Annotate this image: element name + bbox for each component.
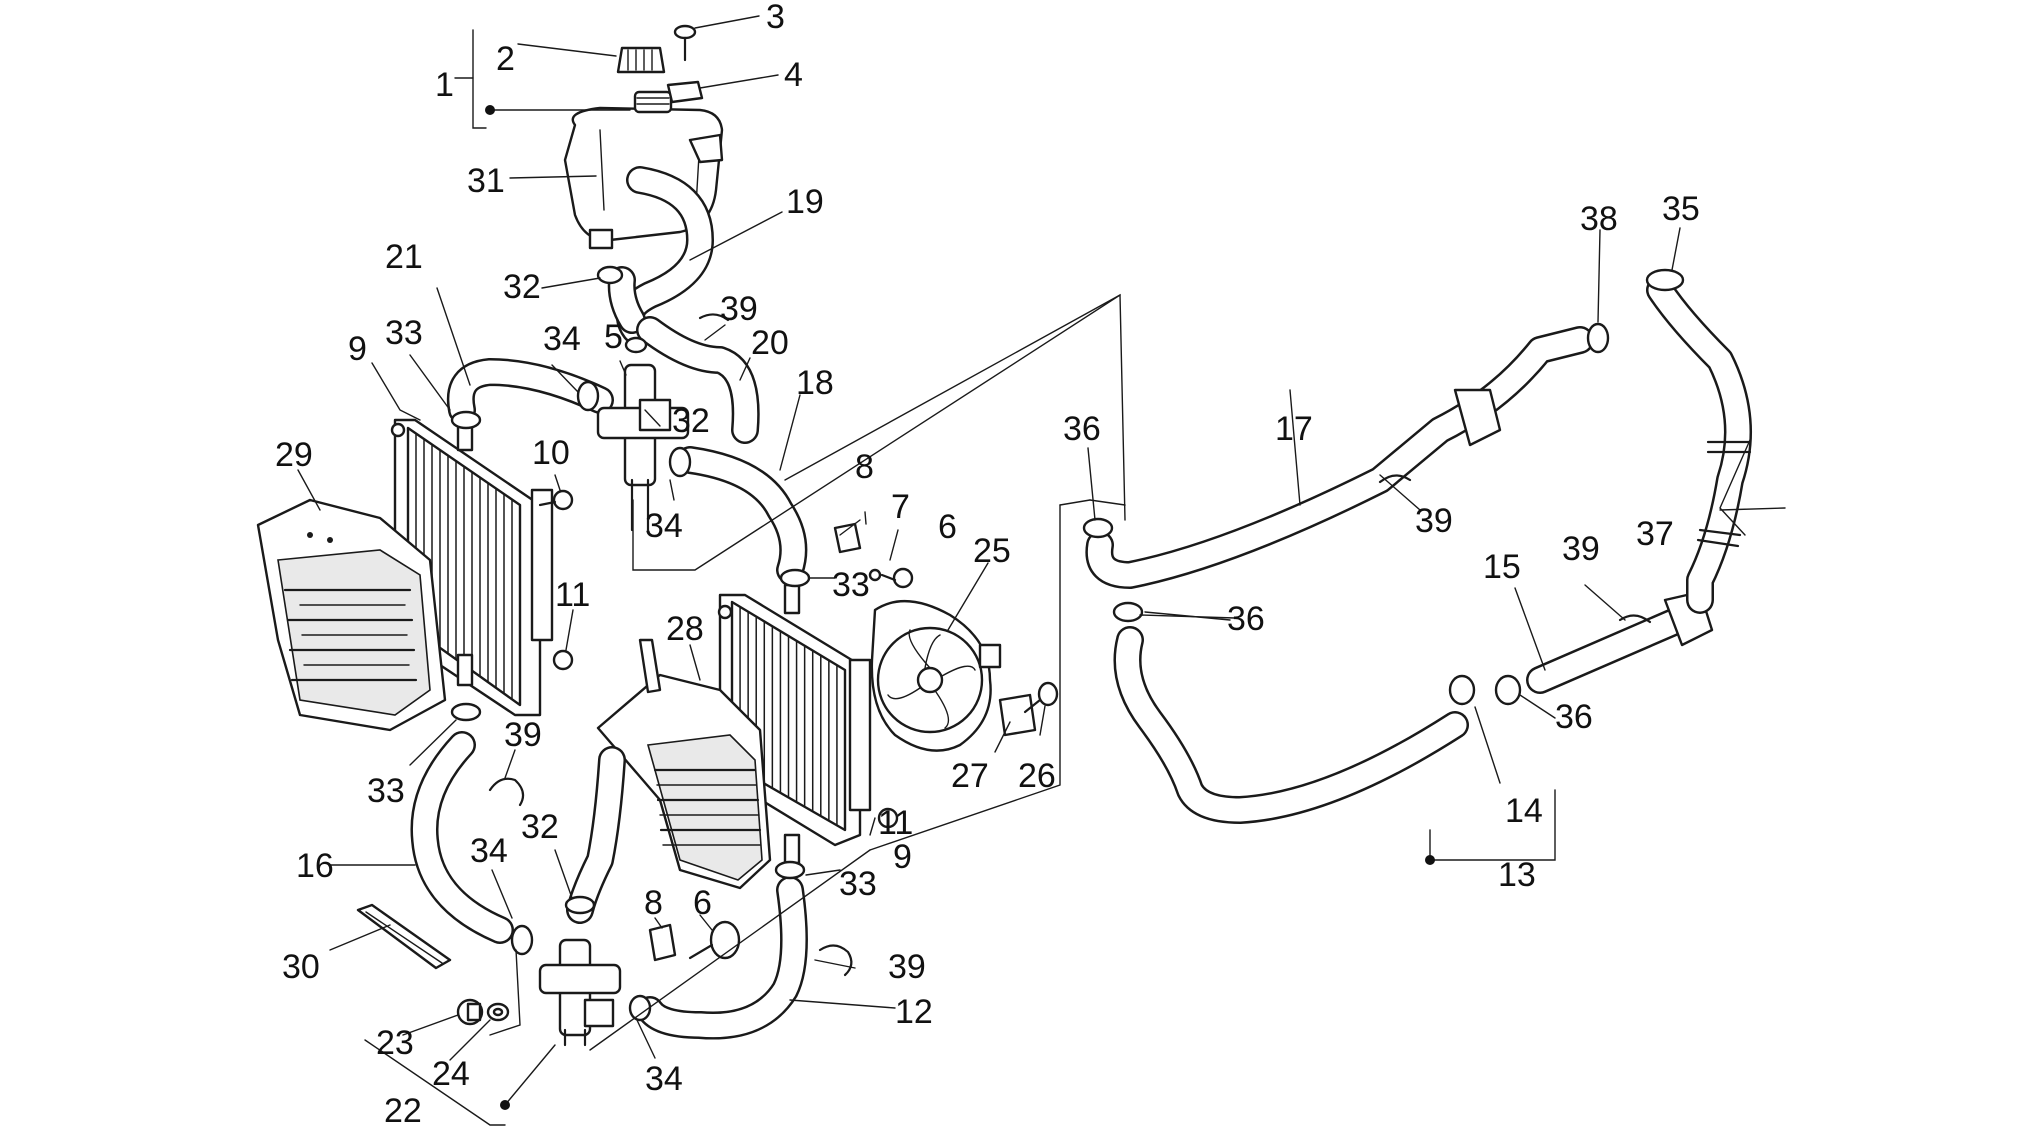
screw-26	[1023, 681, 1059, 714]
callout-23: 23	[376, 1024, 414, 1062]
screw-3	[673, 24, 697, 62]
callout-4: 4	[784, 56, 803, 94]
callout-39-far: 39	[1562, 530, 1600, 568]
callout-34-top: 34	[543, 320, 581, 358]
hose-17	[1085, 326, 1594, 589]
callout-32-low: 32	[521, 808, 559, 846]
callout-39-top: 39	[720, 290, 758, 328]
callout-15: 15	[1483, 548, 1521, 586]
callout-36-low: 36	[1555, 698, 1593, 736]
callout-39-left: 39	[504, 716, 542, 754]
callout-35: 35	[1662, 190, 1700, 228]
callout-17: 17	[1275, 410, 1313, 448]
callout-27: 27	[951, 757, 989, 795]
callout-28: 28	[666, 610, 704, 648]
cap-23	[456, 998, 484, 1026]
callout-34-low: 34	[645, 1060, 683, 1098]
tank-cap	[616, 46, 666, 74]
bolt-6-lower	[688, 920, 741, 960]
bolts	[538, 489, 914, 829]
callout-12: 12	[895, 993, 933, 1031]
callout-1: 1	[435, 66, 454, 104]
callout-5: 5	[604, 318, 623, 356]
hose-20	[636, 316, 760, 444]
callout-11-left: 11	[555, 576, 590, 614]
callout-9-right: 9	[893, 838, 912, 876]
cooling-fan	[870, 600, 1037, 752]
callout-31: 31	[467, 162, 505, 200]
callout-7: 7	[891, 488, 910, 526]
clip-nut-4	[666, 80, 704, 104]
callout-36-top: 36	[1063, 410, 1101, 448]
hose-15	[1526, 590, 1714, 694]
callout-6-low: 6	[693, 884, 712, 922]
hose-tank-short	[607, 266, 646, 334]
hose-21	[446, 358, 614, 424]
callout-6-top: 6	[938, 508, 957, 546]
callout-30: 30	[282, 948, 320, 986]
callout-13: 13	[1498, 856, 1536, 894]
clip-8-lower	[648, 923, 677, 962]
callout-16: 16	[296, 847, 334, 885]
leader-lines	[297, 15, 1786, 1126]
radiator-cover-center	[596, 638, 772, 890]
hose-13	[1113, 626, 1469, 824]
callout-19: 19	[786, 183, 824, 221]
callout-39-low: 39	[888, 948, 926, 986]
hose-16	[410, 731, 514, 944]
callout-38: 38	[1580, 200, 1618, 238]
callout-labels: 2 1 3 4 31 19 21 32 39 20 33 34 5 9 18 3…	[275, 0, 1700, 1129]
hose-clamps	[450, 265, 1685, 1022]
callout-32-mid: 32	[672, 402, 710, 440]
callout-34-left: 34	[470, 832, 508, 870]
callout-22: 22	[384, 1092, 422, 1129]
callout-39-right: 39	[1415, 502, 1453, 540]
callout-21: 21	[385, 238, 423, 276]
callout-8-top: 8	[855, 448, 874, 486]
callout-2: 2	[496, 40, 515, 78]
callout-3: 3	[766, 0, 785, 36]
callout-33-top: 33	[385, 314, 423, 352]
callout-14: 14	[1505, 792, 1543, 830]
callout-34-mid: 34	[645, 507, 683, 545]
callout-37: 37	[1636, 515, 1674, 553]
radiator-cover-left	[256, 498, 447, 732]
callout-8-low: 8	[644, 884, 663, 922]
callout-10: 10	[532, 434, 570, 472]
callout-33-low: 33	[367, 772, 405, 810]
hose-37	[1646, 276, 1752, 614]
callout-9-left: 9	[348, 330, 367, 368]
callout-20: 20	[751, 324, 789, 362]
hose-12	[636, 876, 808, 1040]
hose-18	[676, 446, 808, 584]
callout-18: 18	[796, 364, 834, 402]
callout-11-right: 11	[878, 804, 913, 842]
thermostat-housing	[596, 363, 690, 532]
bullet-dots	[485, 105, 1435, 1110]
callout-29: 29	[275, 436, 313, 474]
callout-25: 25	[973, 532, 1011, 570]
callout-32-top: 32	[503, 268, 541, 306]
pad-30	[356, 903, 452, 970]
callout-33-mid: 33	[832, 566, 870, 604]
fitting-22	[538, 938, 622, 1047]
callout-33-right: 33	[839, 865, 877, 903]
callout-24: 24	[432, 1055, 470, 1093]
callout-36-mid: 36	[1227, 600, 1265, 638]
washer-24	[486, 1002, 510, 1022]
hose-32-center	[566, 746, 626, 924]
callout-26: 26	[1018, 757, 1056, 795]
